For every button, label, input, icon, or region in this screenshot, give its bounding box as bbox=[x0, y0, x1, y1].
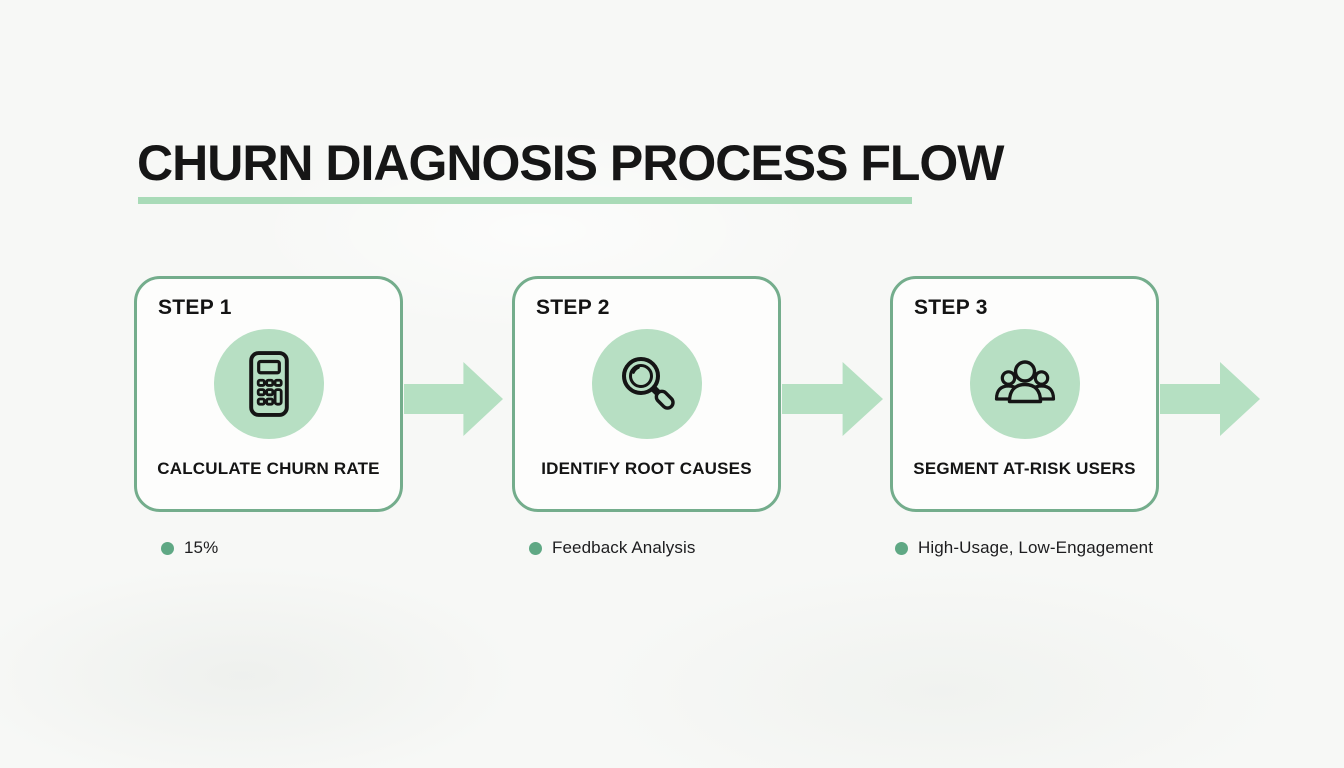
step-label-2: STEP 2 bbox=[536, 296, 610, 319]
step-title-3: SEGMENT AT-RISK USERS bbox=[913, 459, 1136, 478]
step-note-text-3: High-Usage, Low-Engagement bbox=[918, 538, 1154, 557]
flow-arrow-2 bbox=[782, 362, 883, 436]
step-note-1: 15% bbox=[161, 538, 218, 558]
magnifier-icon bbox=[621, 357, 675, 410]
step-label-3: STEP 3 bbox=[914, 296, 988, 319]
bullet-dot-icon bbox=[895, 541, 908, 555]
bullet-dot-icon bbox=[529, 541, 542, 555]
step-card-3: STEP 3 SEGMENT AT-RISK USERS bbox=[890, 276, 1159, 512]
bullet-dot-icon bbox=[161, 541, 174, 555]
step-card-2: STEP 2 IDENTIFY ROOT CAUSES bbox=[512, 276, 781, 512]
flow-arrow-3 bbox=[1160, 362, 1260, 436]
step-note-text-1: 15% bbox=[184, 538, 219, 557]
magnifier-icon-circle bbox=[591, 329, 702, 439]
step-label-1: STEP 1 bbox=[158, 296, 232, 319]
people-icon-circle bbox=[969, 329, 1080, 439]
step-note-3: High-Usage, Low-Engagement bbox=[895, 538, 1153, 558]
calculator-icon-circle bbox=[213, 329, 324, 439]
calculator-icon bbox=[248, 351, 289, 417]
step-note-text-2: Feedback Analysis bbox=[552, 538, 696, 557]
step-title-2: IDENTIFY ROOT CAUSES bbox=[541, 459, 752, 478]
page-title: CHURN DIAGNOSIS PROCESS FLOW bbox=[137, 135, 1004, 191]
step-title-1: CALCULATE CHURN RATE bbox=[157, 459, 380, 478]
step-card-1: STEP 1 CALCULATE CHURN RATE bbox=[134, 276, 403, 512]
people-icon bbox=[994, 360, 1055, 404]
step-note-2: Feedback Analysis bbox=[529, 538, 695, 558]
flow-arrow-1 bbox=[404, 362, 503, 436]
title-underline bbox=[138, 197, 912, 204]
